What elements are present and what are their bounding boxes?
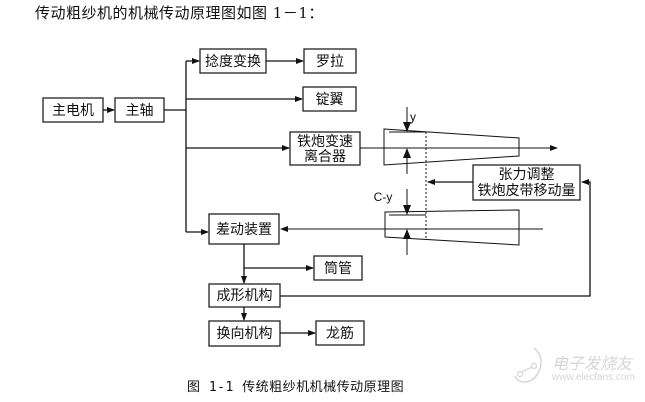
watermark-logo-icon — [514, 347, 542, 383]
node-roller: 罗拉 — [303, 48, 357, 74]
node-motor-label: 主电机 — [52, 103, 94, 119]
node-main-shaft: 主轴 — [114, 97, 165, 123]
node-bobbin-label: 筒管 — [324, 260, 352, 277]
upper-cone-label-y: y — [410, 110, 416, 124]
node-cone-clutch: 铁炮变速 离合器 — [289, 131, 361, 166]
node-main-shaft-label: 主轴 — [126, 103, 154, 119]
node-twist-change-label: 捻度变换 — [205, 53, 261, 70]
node-tension-adjust-label-2: 铁炮皮带移动量 — [478, 183, 576, 199]
node-rail: 龙筋 — [315, 320, 365, 346]
node-reversing-label: 换向机构 — [217, 325, 273, 342]
node-differential-label: 差动装置 — [216, 222, 272, 238]
node-flyer-label: 锭翼 — [316, 92, 344, 108]
edge-building-tension — [280, 179, 591, 297]
lower-cone-label-cy: C-y — [374, 190, 393, 204]
node-bobbin: 筒管 — [313, 255, 363, 281]
upper-cone — [383, 128, 520, 166]
node-tension-adjust: 张力调整 铁炮皮带移动量 — [472, 164, 581, 201]
node-motor: 主电机 — [42, 97, 104, 123]
figure-caption: 图 1-1 传统粗纱机机械传动原理图 — [187, 380, 405, 395]
node-rail-label: 龙筋 — [326, 325, 354, 342]
intro-text: 传动粗纱机的机械传动原理图如图 1－1： — [35, 4, 324, 22]
node-twist-change: 捻度变换 — [199, 48, 267, 74]
node-flyer: 锭翼 — [302, 86, 357, 112]
watermark-url: www.elecfans.com — [552, 372, 635, 383]
node-building-label: 成形机构 — [217, 288, 273, 304]
node-differential: 差动装置 — [208, 213, 280, 245]
node-roller-label: 罗拉 — [316, 54, 344, 70]
watermark-name: 电子发烧友 — [552, 354, 633, 373]
node-cone-clutch-label-1: 铁炮变速 — [297, 134, 353, 150]
node-tension-adjust-label-1: 张力调整 — [499, 167, 555, 183]
node-cone-clutch-label-2: 离合器 — [304, 148, 346, 165]
node-reversing: 换向机构 — [208, 320, 281, 347]
node-building: 成形机构 — [208, 283, 281, 308]
